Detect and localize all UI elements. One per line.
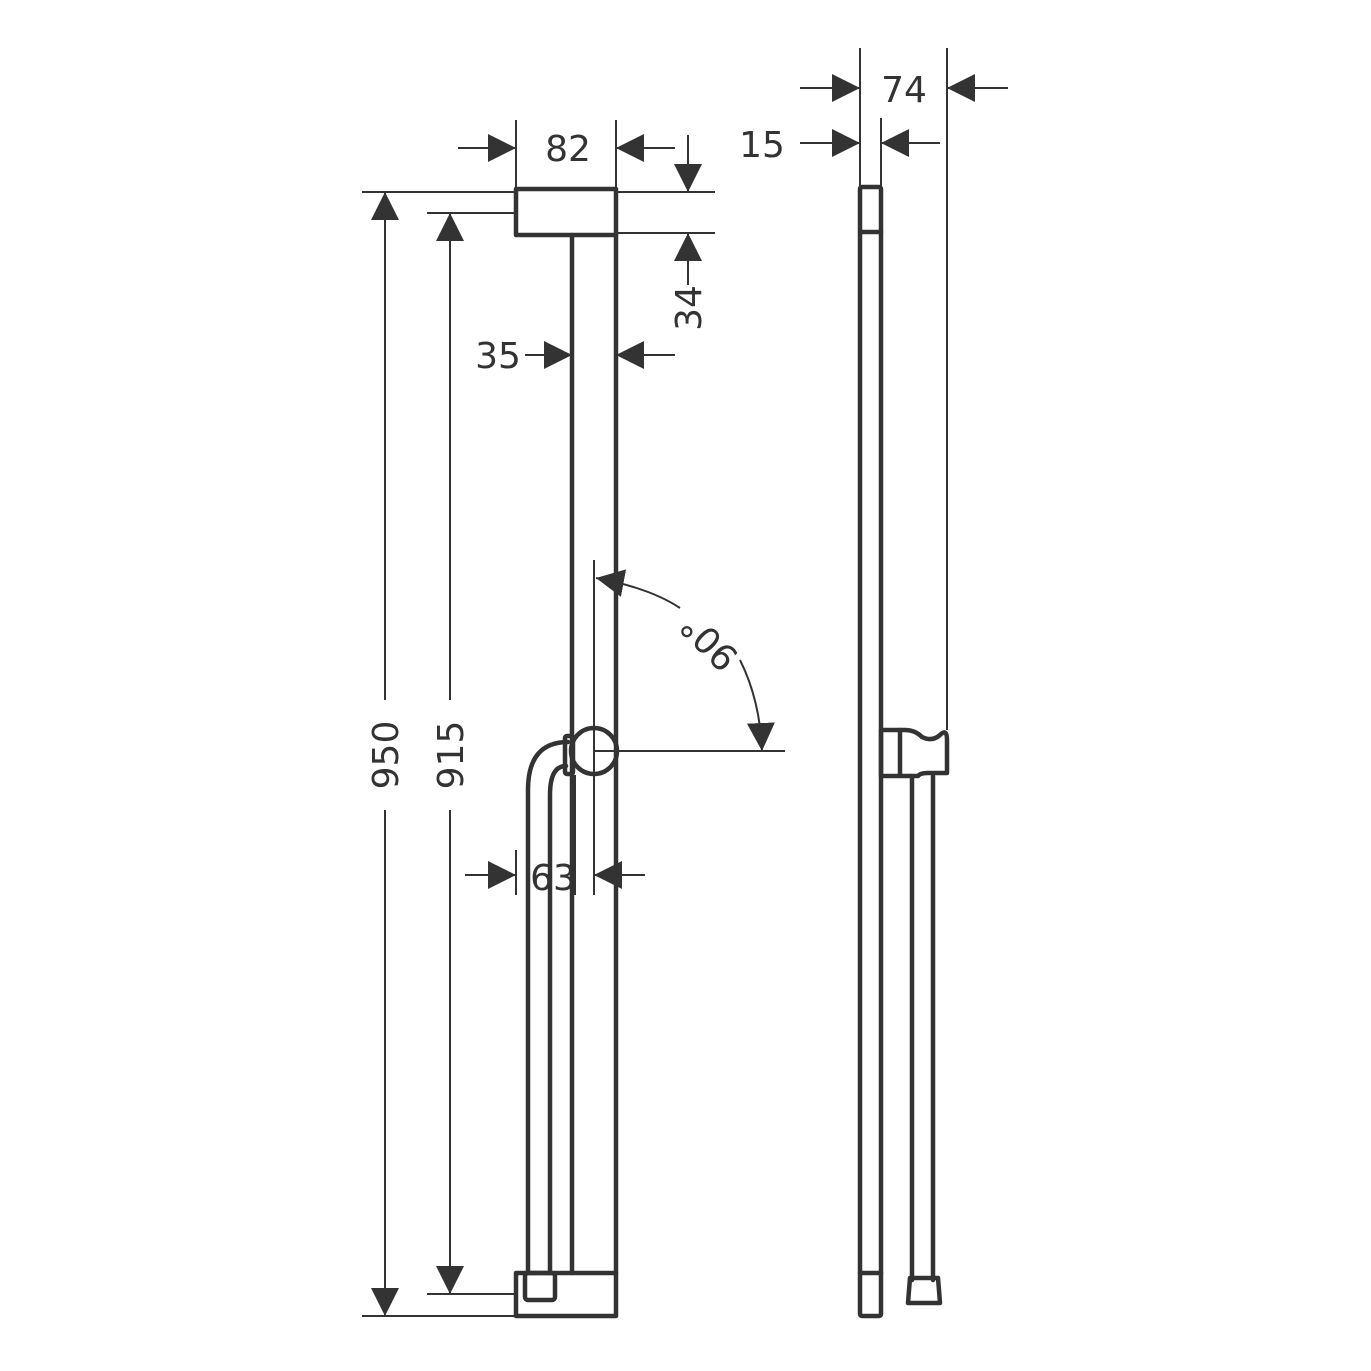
- dimension-label: 15: [739, 125, 785, 166]
- rail-side: [857, 184, 884, 1319]
- dimension-cap-height: 34: [616, 135, 715, 331]
- hose-bottom-connector: [522, 1270, 558, 1303]
- dimension-bar-depth: 15: [739, 118, 940, 187]
- dimension-hose-offset: 63: [465, 850, 645, 899]
- top-wall-bracket: [513, 186, 619, 238]
- dimension-label: 34: [669, 285, 710, 331]
- dimension-projection: 74: [800, 48, 1008, 730]
- side-view: 74 15: [739, 48, 1008, 1319]
- dimension-label: 915: [431, 721, 472, 790]
- dimension-label: 82: [545, 129, 591, 170]
- bottom-wall-bracket: [513, 1270, 619, 1319]
- dimension-label: 63: [530, 858, 576, 899]
- shower-hose-side: [909, 773, 936, 1283]
- shower-hose: [525, 739, 571, 1276]
- dimension-cap-width: 82: [458, 120, 675, 189]
- dimension-total-height: 950: [362, 191, 516, 1317]
- dimension-fixing-distance: 915: [427, 212, 516, 1295]
- dimension-bar-width: 35: [475, 336, 675, 377]
- dimension-swivel-angle: 90°: [595, 569, 775, 752]
- hose-connector-side: [905, 1275, 943, 1306]
- dimension-label: 90°: [673, 604, 747, 678]
- front-view: 82 34 35 950 915: [362, 120, 785, 1319]
- dimension-label: 35: [475, 336, 521, 377]
- handshower-holder-side: [878, 727, 950, 779]
- dimension-label: 74: [881, 70, 927, 111]
- dimension-label: 950: [366, 721, 407, 790]
